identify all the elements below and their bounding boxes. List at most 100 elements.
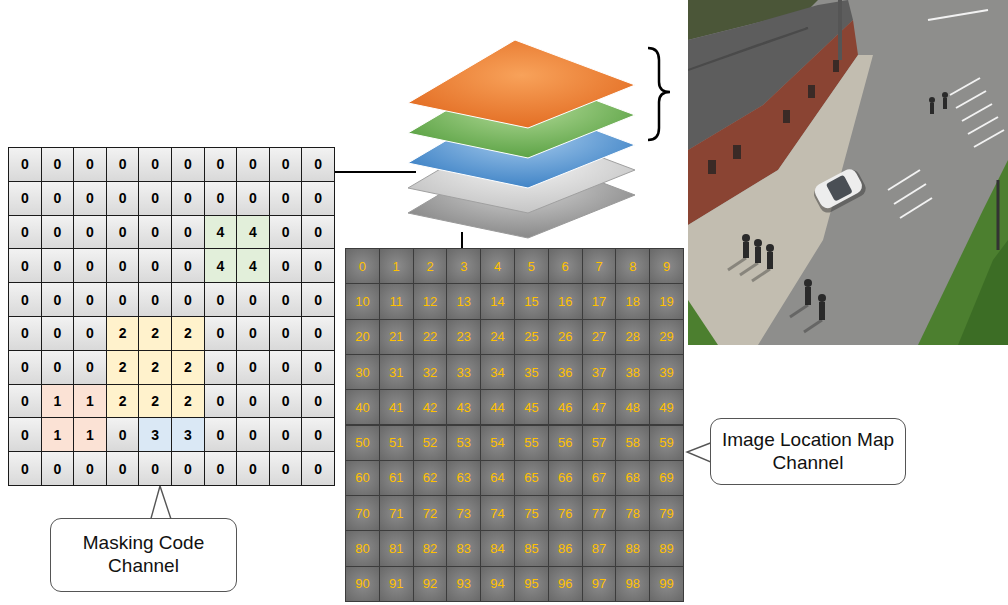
cell-value: 0 bbox=[151, 224, 159, 240]
cell-value: 0 bbox=[314, 224, 322, 240]
cell-value: 0 bbox=[86, 292, 94, 308]
cell-value: 44 bbox=[490, 400, 504, 415]
location-cell: 82 bbox=[413, 530, 448, 566]
cell-value: 1 bbox=[393, 259, 400, 274]
location-cell: 46 bbox=[548, 389, 583, 425]
cell-value: 12 bbox=[423, 294, 437, 309]
location-cell: 75 bbox=[514, 495, 549, 531]
leader-line bbox=[333, 171, 416, 173]
cell-value: 0 bbox=[216, 393, 224, 409]
cell-value: 0 bbox=[216, 461, 224, 477]
cell-value: 0 bbox=[314, 292, 322, 308]
cell-value: 63 bbox=[457, 470, 471, 485]
cell-value: 97 bbox=[592, 576, 606, 591]
mask-cell: 0 bbox=[269, 181, 303, 216]
cell-value: 65 bbox=[524, 470, 538, 485]
location-cell: 14 bbox=[480, 283, 515, 319]
location-cell: 39 bbox=[649, 354, 684, 390]
cell-value: 0 bbox=[119, 461, 127, 477]
mask-cell: 0 bbox=[73, 282, 107, 317]
cell-value: 0 bbox=[21, 292, 29, 308]
cell-value: 39 bbox=[659, 365, 673, 380]
location-cell: 44 bbox=[480, 389, 515, 425]
cell-value: 3 bbox=[151, 427, 159, 443]
cell-value: 0 bbox=[282, 292, 290, 308]
cell-value: 81 bbox=[389, 541, 403, 556]
mask-cell: 0 bbox=[301, 282, 335, 317]
cell-value: 0 bbox=[86, 156, 94, 172]
mask-cell: 0 bbox=[204, 147, 238, 182]
people bbox=[742, 92, 948, 320]
cell-value: 62 bbox=[423, 470, 437, 485]
cell-value: 57 bbox=[592, 435, 606, 450]
mask-cell: 0 bbox=[236, 417, 270, 452]
cell-value: 0 bbox=[314, 325, 322, 341]
cell-value: 2 bbox=[184, 325, 192, 341]
mask-cell: 0 bbox=[236, 282, 270, 317]
mask-cell: 2 bbox=[106, 384, 140, 419]
cell-value: 0 bbox=[21, 393, 29, 409]
cell-value: 15 bbox=[524, 294, 538, 309]
cell-value: 0 bbox=[184, 224, 192, 240]
cell-value: 42 bbox=[423, 400, 437, 415]
mask-cell: 0 bbox=[8, 417, 42, 452]
location-cell: 60 bbox=[345, 460, 380, 496]
mask-cell: 0 bbox=[8, 451, 42, 486]
mask-cell: 0 bbox=[106, 181, 140, 216]
cell-value: 47 bbox=[592, 400, 606, 415]
cell-value: 64 bbox=[490, 470, 504, 485]
cell-value: 16 bbox=[558, 294, 572, 309]
cell-value: 0 bbox=[314, 427, 322, 443]
mask-cell: 0 bbox=[171, 282, 205, 317]
cell-value: 0 bbox=[282, 393, 290, 409]
mask-cell: 0 bbox=[204, 181, 238, 216]
location-cell: 65 bbox=[514, 460, 549, 496]
cell-value: 0 bbox=[21, 325, 29, 341]
cell-value: 0 bbox=[314, 461, 322, 477]
mask-cell: 0 bbox=[8, 181, 42, 216]
location-cell: 12 bbox=[413, 283, 448, 319]
location-cell: 41 bbox=[379, 389, 414, 425]
cell-value: 48 bbox=[626, 400, 640, 415]
mask-cell: 0 bbox=[269, 282, 303, 317]
cell-value: 58 bbox=[626, 435, 640, 450]
grass-shade bbox=[958, 240, 1008, 345]
mask-cell: 0 bbox=[171, 248, 205, 283]
cell-value: 0 bbox=[86, 325, 94, 341]
mask-cell: 0 bbox=[8, 350, 42, 385]
location-cell: 53 bbox=[446, 425, 481, 461]
cell-value: 28 bbox=[626, 329, 640, 344]
mask-cell: 1 bbox=[73, 417, 107, 452]
cell-value: 49 bbox=[659, 400, 673, 415]
location-cell: 72 bbox=[413, 495, 448, 531]
mask-cell: 0 bbox=[106, 451, 140, 486]
cell-value: 5 bbox=[528, 259, 535, 274]
mask-cell: 0 bbox=[73, 451, 107, 486]
cell-value: 0 bbox=[184, 292, 192, 308]
mask-cell: 2 bbox=[171, 316, 205, 351]
cell-value: 0 bbox=[282, 258, 290, 274]
mask-cell: 4 bbox=[236, 215, 270, 250]
location-cell: 0 bbox=[345, 248, 380, 284]
cell-value: 0 bbox=[86, 190, 94, 206]
mask-cell: 0 bbox=[301, 451, 335, 486]
cell-value: 0 bbox=[282, 190, 290, 206]
location-cell: 64 bbox=[480, 460, 515, 496]
location-cell: 76 bbox=[548, 495, 583, 531]
cell-value: 89 bbox=[659, 541, 673, 556]
cell-value: 0 bbox=[282, 359, 290, 375]
cell-value: 95 bbox=[524, 576, 538, 591]
cell-value: 10 bbox=[355, 294, 369, 309]
cell-value: 36 bbox=[558, 365, 572, 380]
cell-value: 0 bbox=[216, 427, 224, 443]
cell-value: 74 bbox=[490, 506, 504, 521]
mask-cell: 0 bbox=[204, 417, 238, 452]
aerial-photo bbox=[688, 0, 1008, 345]
location-cell: 13 bbox=[446, 283, 481, 319]
location-cell: 66 bbox=[548, 460, 583, 496]
mask-cell: 2 bbox=[171, 384, 205, 419]
callout-text: Masking Code Channel bbox=[61, 532, 226, 578]
cell-value: 2 bbox=[184, 359, 192, 375]
location-cell: 17 bbox=[582, 283, 617, 319]
mask-cell: 0 bbox=[106, 147, 140, 182]
